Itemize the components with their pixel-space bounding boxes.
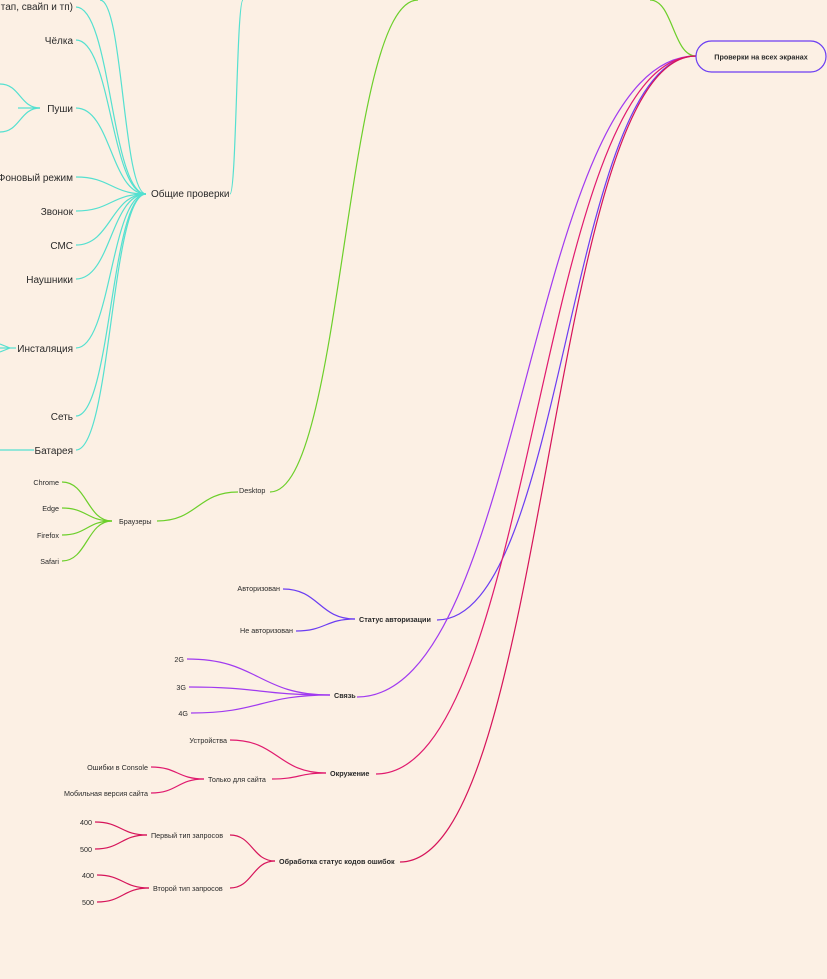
edge-root-top (649, 0, 697, 57)
node-call[interactable]: Звонок (41, 207, 74, 218)
edge-errors-second (229, 860, 276, 889)
edge-conn-4g (190, 694, 331, 714)
node-sms[interactable]: СМС (50, 241, 73, 252)
node-3g[interactable]: 3G (176, 683, 186, 692)
edge-general-top (99, 0, 147, 195)
edge-install-sub-2 (0, 343, 11, 349)
edge-first-500 (94, 834, 148, 850)
edge-desktop-up (269, 0, 419, 493)
cutoff-node-label[interactable]: т тап, свайп и тп) (0, 2, 73, 13)
node-firefox[interactable]: Firefox (37, 531, 59, 540)
node-second-400[interactable]: 400 (82, 871, 94, 880)
node-battery[interactable]: Батарея (35, 446, 73, 457)
edge-root-connection (356, 55, 697, 698)
edge-conn-2g (186, 658, 331, 696)
edge-general-child-1 (75, 39, 147, 195)
node-environment[interactable]: Окружение (330, 769, 369, 778)
node-safari[interactable]: Safari (40, 557, 59, 566)
edge-auth-authorized (282, 588, 356, 620)
node-first-request-type[interactable]: Первый тип запросов (151, 831, 223, 840)
edge-site-mobile (150, 778, 205, 794)
node-background-mode[interactable]: Фоновый режим (0, 173, 73, 184)
node-general-checks[interactable]: Общие проверки (151, 188, 229, 200)
node-first-500[interactable]: 500 (80, 845, 92, 854)
node-chrome[interactable]: Chrome (33, 478, 59, 487)
node-mobile-site[interactable]: Мобильная версия сайта (64, 789, 148, 798)
root-node-box (695, 40, 827, 73)
node-4g[interactable]: 4G (178, 709, 188, 718)
edge-env-devices (229, 739, 327, 774)
edge-general-child-0 (75, 6, 147, 195)
edge-desktop-browsers (156, 491, 239, 522)
edge-root-auth (436, 55, 697, 621)
edge-conn-3g (188, 686, 331, 696)
edge-errors-first (229, 834, 276, 862)
node-error-codes[interactable]: Обработка статус кодов ошибок (279, 857, 395, 866)
edge-general-child-9 (75, 193, 147, 451)
edge-general-child-8 (75, 193, 147, 417)
node-notch[interactable]: Чёлка (45, 36, 74, 47)
node-first-400[interactable]: 400 (80, 818, 92, 827)
edge-general-child-7 (75, 193, 147, 349)
root-node-label: Проверки на всех экранах (714, 53, 807, 62)
node-browsers[interactable]: Браузеры (119, 517, 152, 526)
node-installation[interactable]: Инсталяция (17, 344, 73, 355)
edge-general-child-5 (75, 193, 147, 246)
edge-env-site-only (271, 772, 327, 780)
node-authorized[interactable]: Авторизован (237, 584, 280, 593)
edge-install-sub-3 (0, 347, 11, 353)
edge-push-sub-2 (0, 107, 41, 133)
node-second-500[interactable]: 500 (82, 898, 94, 907)
mind-map-edges (0, 0, 697, 903)
edge-first-400 (94, 821, 148, 836)
edge-browsers-chrome (61, 481, 113, 522)
node-edge[interactable]: Edge (42, 504, 59, 513)
edge-second-400 (96, 874, 150, 889)
node-connection[interactable]: Связь (334, 691, 356, 700)
edge-root-errors (399, 55, 697, 863)
edge-push-sub-1 (0, 83, 41, 109)
edge-second-500 (96, 887, 150, 903)
node-desktop[interactable]: Desktop (239, 486, 265, 495)
node-network[interactable]: Сеть (51, 412, 73, 423)
node-push[interactable]: Пуши (47, 104, 73, 115)
node-not-authorized[interactable]: Не авторизован (240, 626, 293, 635)
edge-browsers-firefox (61, 520, 113, 536)
node-headphones[interactable]: Наушники (26, 275, 73, 286)
edge-root-environment (375, 55, 697, 775)
node-site-only[interactable]: Только для сайта (208, 775, 266, 784)
node-console-errors[interactable]: Ошибки в Console (87, 763, 148, 772)
edge-general-child-6 (75, 193, 147, 280)
root-node[interactable]: Проверки на всех экранах (695, 40, 827, 73)
edge-browsers-safari (61, 520, 113, 562)
edge-browsers-edge (61, 507, 113, 522)
node-devices[interactable]: Устройства (189, 736, 227, 745)
node-auth-status[interactable]: Статус авторизации (359, 615, 431, 624)
edge-auth-not-authorized (295, 618, 356, 632)
edge-general-child-2 (75, 107, 147, 195)
edge-general-up (229, 0, 244, 195)
edge-general-child-4 (75, 193, 147, 212)
edge-general-child-3 (75, 176, 147, 195)
node-2g[interactable]: 2G (174, 655, 184, 664)
node-second-request-type[interactable]: Второй тип запросов (153, 884, 223, 893)
edge-site-console (150, 766, 205, 780)
